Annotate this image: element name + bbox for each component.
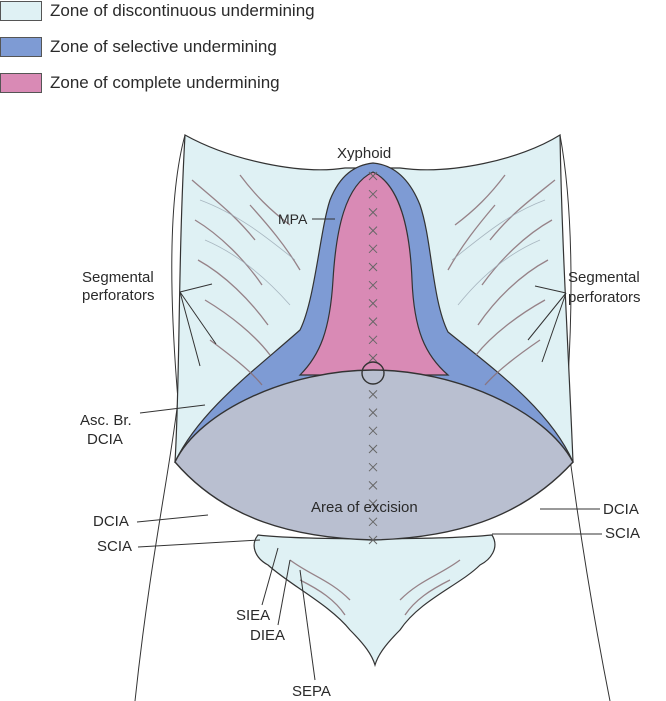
label-xyphoid: Xyphoid (337, 145, 391, 162)
label-sepa: SEPA (292, 683, 331, 700)
legend-label-discontinuous: Zone of discontinuous undermining (50, 1, 315, 20)
vessel-texture (191, 174, 556, 616)
legend-swatch-discontinuous (0, 1, 42, 21)
leader-asc-br (139, 404, 206, 414)
midline-x-mark (368, 226, 378, 235)
label-scia-left: SCIA (97, 538, 132, 555)
midline-x-mark (368, 353, 378, 363)
midline-x-mark (368, 299, 378, 308)
midline-x-mark (368, 390, 378, 399)
umbilicus-circle (361, 361, 385, 385)
label-diea: DIEA (250, 627, 285, 644)
midline-x-mark (368, 262, 378, 272)
zone-discontinuous-lower (253, 534, 496, 668)
label-dcia-left: DCIA (93, 513, 129, 530)
label-asc-br-1: Asc. Br. (80, 412, 132, 429)
label-segmental-right-1: Segmental (568, 269, 640, 286)
midline-x-mark (368, 462, 378, 472)
label-segmental-left-2: perforators (82, 287, 155, 304)
leader-diea (277, 559, 291, 626)
leader-dcia-left (136, 514, 209, 523)
leader-siea (261, 547, 279, 606)
midline-x-mark (368, 499, 378, 508)
midline-x-mark (368, 244, 378, 254)
leader-segmental-right (527, 285, 567, 363)
legend-discontinuous: Zone of discontinuous undermining (0, 1, 315, 21)
midline-x-mark (368, 517, 378, 527)
label-siea: SIEA (236, 607, 270, 624)
label-scia-right: SCIA (605, 525, 640, 542)
label-area-of-excision: Area of excision (311, 499, 418, 516)
label-segmental-right-2: perforators (568, 289, 641, 306)
midline-x-mark (368, 317, 378, 326)
label-segmental-left-1: Segmental (82, 269, 154, 286)
midline-x-mark (368, 189, 378, 199)
legend-swatch-complete (0, 73, 42, 93)
label-mpa: MPA (278, 211, 308, 227)
zone-complete (298, 171, 450, 376)
legend-selective: Zone of selective undermining (0, 37, 277, 57)
legend-complete: Zone of complete undermining (0, 73, 280, 93)
leader-segmental-left (179, 283, 217, 367)
midline-x-mark (368, 408, 378, 417)
leader-scia-left (137, 539, 261, 548)
area-of-excision (174, 369, 574, 541)
midline-x-mark (368, 426, 378, 436)
midline-x-mark (368, 444, 378, 454)
midline-x-mark (368, 171, 378, 181)
legend-label-complete: Zone of complete undermining (50, 73, 280, 92)
leader-sepa (299, 569, 316, 681)
legend-swatch-selective (0, 37, 42, 57)
midline-markers (368, 171, 378, 545)
midline-x-mark (368, 280, 378, 290)
label-asc-br-2: DCIA (87, 431, 123, 448)
midline-x-mark (368, 335, 378, 345)
label-dcia-right: DCIA (603, 501, 639, 518)
midline-x-mark (368, 535, 378, 545)
midline-x-mark (368, 208, 378, 217)
legend-label-selective: Zone of selective undermining (50, 37, 277, 56)
midline-x-mark (368, 481, 378, 490)
